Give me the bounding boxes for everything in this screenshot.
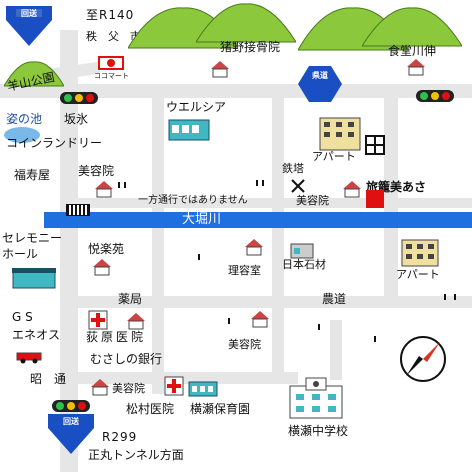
place-biyoin-center: 美容院 <box>296 194 329 207</box>
place-fukujuya: 福寿屋 <box>14 168 51 182</box>
route-bottom-direction: 正丸トンネル方面 <box>88 448 184 462</box>
apartment-icon <box>319 117 361 151</box>
road-right-vertical <box>384 84 398 304</box>
road-middle-horizontal <box>78 296 472 308</box>
road-center-right-vertical <box>272 84 284 384</box>
road-left-vertical <box>60 30 78 472</box>
road-right-lower <box>330 320 342 380</box>
house-icon <box>91 379 109 396</box>
place-akari: 昭 通 <box>30 372 67 386</box>
traffic-light-icon <box>60 92 98 104</box>
place-nihon-sekizai: 日本石材 <box>282 258 326 271</box>
river-label: 大堀川 <box>182 212 222 227</box>
building-icon <box>290 243 314 259</box>
place-yokose-chugakko: 横瀬中学校 <box>288 424 349 438</box>
house-icon <box>127 313 145 330</box>
route-sign-bottom-text: 回送 <box>63 417 79 426</box>
building-icon <box>188 381 218 397</box>
road-center-vertical <box>152 84 164 394</box>
place-ogihara: 荻原医院 <box>86 330 147 344</box>
traffic-light-icon <box>416 90 454 102</box>
tick-mark <box>454 294 456 300</box>
prefectural-road-sign-text: 県道 <box>312 71 328 80</box>
tick-mark <box>262 180 264 186</box>
tick-mark <box>318 324 320 330</box>
house-icon <box>245 239 263 256</box>
place-cocomart: ココマート <box>94 72 129 80</box>
house-icon <box>343 181 361 198</box>
place-apartment-top: アパート <box>312 150 356 163</box>
house-icon <box>251 311 269 328</box>
place-gs: G S <box>12 310 33 324</box>
place-etsurakuen: 悦楽苑 <box>88 242 125 256</box>
building-icon <box>168 119 210 141</box>
building-icon <box>12 268 56 289</box>
place-apartment-right: アパート <box>396 268 440 281</box>
place-riyoshitsu: 理容室 <box>228 264 261 277</box>
house-icon <box>407 59 425 76</box>
mountain-icon <box>4 61 64 87</box>
school-icon <box>289 377 343 419</box>
tick-mark <box>374 336 376 342</box>
road-top-horizontal <box>0 84 472 98</box>
traffic-light-icon <box>52 400 90 412</box>
hospital-cross-icon <box>88 310 108 330</box>
road-lower-horizontal <box>78 372 298 384</box>
tick-mark <box>444 294 446 300</box>
place-sakamizu: 坂氷 <box>64 112 89 126</box>
place-biyoin-bottom: 美容院 <box>112 382 145 395</box>
notice-one-way: 一方通行ではありません <box>138 195 248 206</box>
apartment-icon <box>401 239 439 267</box>
pond-icon <box>4 127 40 143</box>
tick-mark <box>198 254 200 260</box>
route-bottom-destination: R299 <box>102 430 138 444</box>
place-yokose-hoikuen: 横瀬保育園 <box>190 402 251 416</box>
place-shokudo: 食堂川伸 <box>388 44 437 58</box>
compass-icon <box>400 336 446 382</box>
cocomart-sign-icon <box>98 56 124 70</box>
car-icon <box>16 352 42 364</box>
place-biyoin-mid: 美容院 <box>228 338 261 351</box>
mountain-icon <box>196 3 296 43</box>
place-yakkyoku: 薬局 <box>118 292 143 306</box>
prefectural-road-sign-icon <box>298 66 342 102</box>
place-coin-laundry: コインランドリー <box>6 136 103 150</box>
place-selemony-hall-text: セレモニーホール <box>2 231 63 261</box>
place-koinobashi: 猪野接骨院 <box>220 40 281 54</box>
bridge-icon <box>66 204 90 216</box>
place-nodo: 農道 <box>322 292 347 306</box>
route-sign-icon <box>6 6 52 46</box>
house-icon <box>211 61 229 78</box>
place-biyoin-left: 美容院 <box>78 164 115 178</box>
route-top-direction: 秩 父 市 <box>86 30 141 43</box>
place-matsumura: 松村医院 <box>126 402 175 416</box>
route-top-destination: 至R140 <box>86 8 135 22</box>
tower-icon <box>365 135 385 155</box>
hospital-cross-icon <box>164 376 184 396</box>
route-sign-icon <box>48 414 94 454</box>
route-sign-top-text: 回送 <box>21 9 37 18</box>
river <box>44 212 472 228</box>
place-selemony-hall: セレモニーホール <box>2 230 62 262</box>
tick-mark <box>228 318 230 324</box>
place-eneos: エネオス <box>12 328 61 342</box>
place-musashino-bank: むさしの銀行 <box>90 352 163 366</box>
destination-marker-icon <box>366 190 384 208</box>
place-sugata-no-ike: 姿の池 <box>6 112 43 126</box>
place-tekko: 鉄塔 <box>282 162 304 175</box>
tick-mark <box>256 180 258 186</box>
house-icon <box>93 259 111 276</box>
house-icon <box>95 181 113 198</box>
tick-mark <box>118 182 120 188</box>
place-welcia: ウエルシア <box>166 100 227 114</box>
tower-icon <box>291 179 305 193</box>
tick-mark <box>124 182 126 188</box>
road-riverside-north <box>78 198 472 208</box>
mountain-icon <box>362 7 462 47</box>
